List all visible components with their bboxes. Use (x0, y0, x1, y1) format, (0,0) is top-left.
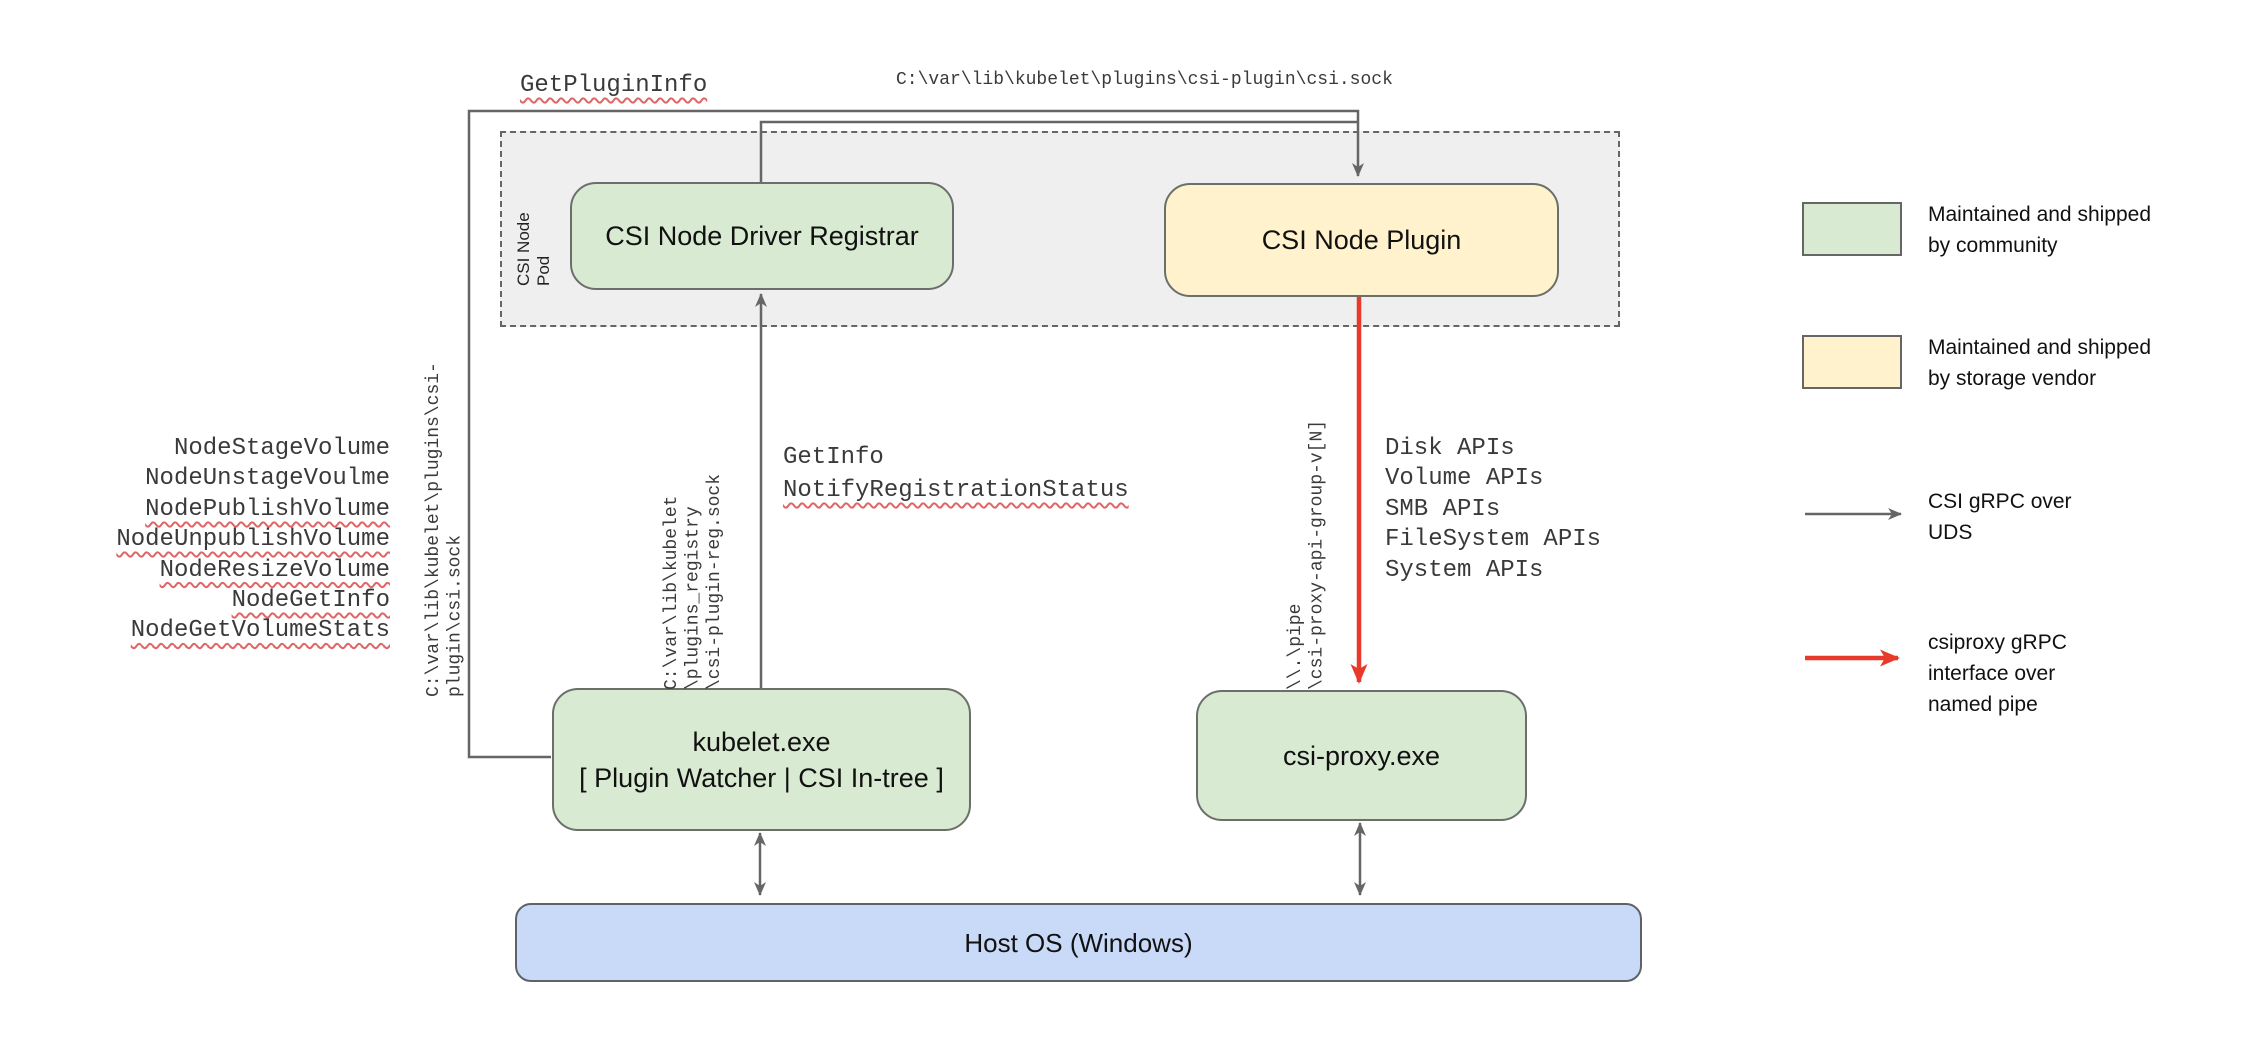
rpc-noderesizevolume: NodeResizeVolume (159, 556, 390, 584)
label-proxy-api-list: Disk APIs Volume APIs SMB APIs FileSyste… (1385, 435, 1602, 584)
label-csi-sock-path-top: C:\var\lib\kubelet\plugins\csi-plugin\cs… (896, 70, 1393, 90)
node-rpc-list: NodeStageVolume NodeUnstageVoulme NodePu… (90, 434, 390, 647)
legend-swatch-vendor (1802, 335, 1902, 389)
legend-gray-arrow-icon (1805, 508, 1902, 520)
rpc-nodegetvolumestats: NodeGetVolumeStats (130, 617, 390, 645)
rpc-nodeunstagevoulme: NodeUnstageVoulme (145, 465, 390, 493)
legend-swatch-community (1802, 202, 1902, 256)
node-kubelet: kubelet.exe [ Plugin Watcher | CSI In-tr… (552, 688, 971, 831)
node-csi-node-driver-registrar: CSI Node Driver Registrar (570, 182, 954, 290)
legend-label-community: Maintained and shipped by community (1928, 203, 2152, 257)
node-host-os: Host OS (Windows) (515, 903, 1642, 982)
rpc-nodestagevolume: NodeStageVolume (173, 435, 390, 462)
legend-label-uds: CSI gRPC over UDS (1928, 490, 2072, 544)
rpc-nodegetinfo: NodeGetInfo (231, 587, 390, 615)
legend-red-arrow-icon (1805, 649, 1900, 667)
node-csi-proxy: csi-proxy.exe (1196, 690, 1527, 821)
edge-registrar-to-plugin (759, 120, 1357, 183)
edge-kubelet-to-plugin (467, 109, 1364, 759)
node-csi-node-plugin: CSI Node Plugin (1164, 183, 1559, 297)
label-notifyregistrationstatus: NotifyRegistrationStatus (783, 477, 1129, 504)
label-registration-sock-path: C:\var\lib\kubelet \plugins_registry \cs… (662, 473, 725, 690)
label-csi-sock-path-left: C:\var\lib\kubelet\plugins\csi-plugin\cs… (424, 362, 466, 697)
rpc-nodeunpublishvolume: NodeUnpublishVolume (116, 526, 390, 554)
label-named-pipe-path: \\.\pipe \csi-proxy-api-group-v[N] (1286, 419, 1328, 690)
rpc-nodepublishvolume: NodePublishVolume (145, 495, 390, 523)
legend-label-vendor: Maintained and shipped by storage vendor (1928, 336, 2152, 390)
label-getplugininfo: GetPluginInfo (520, 72, 708, 99)
csi-node-pod-label: CSI Node Pod (514, 212, 553, 286)
label-getinfo: GetInfo (783, 444, 884, 471)
legend-label-named-pipe: csiproxy gRPC interface over named pipe (1928, 631, 2067, 716)
